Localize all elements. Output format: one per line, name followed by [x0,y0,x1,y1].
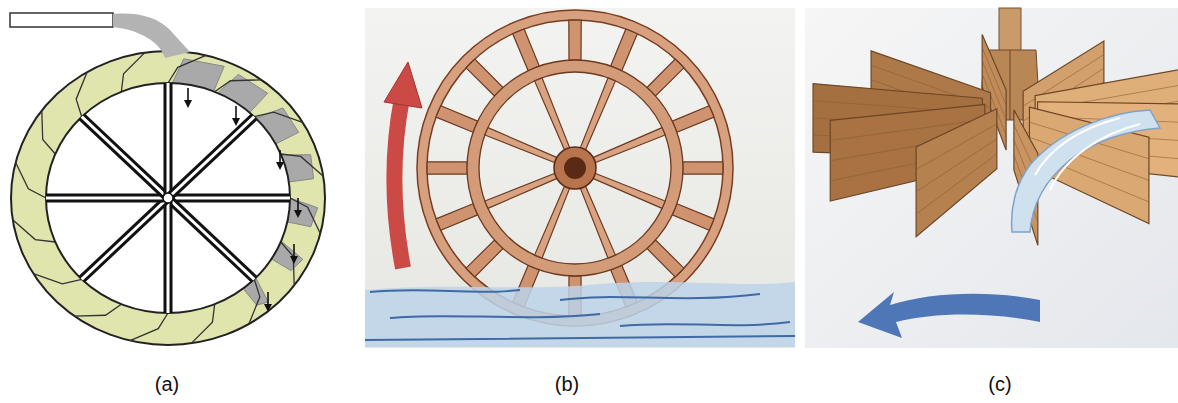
spoke [592,173,665,208]
paddle [466,240,503,277]
bucket-divider [75,304,122,316]
weight-arrows [188,88,298,308]
paddle [436,106,478,133]
spoke [82,198,168,279]
down-arrow [235,106,237,122]
bucket-divider [33,274,81,284]
spoke [485,128,558,163]
bucket-divider [290,198,320,234]
water-jet [1012,110,1160,232]
paddle [647,59,684,96]
down-arrow [279,150,281,166]
bucket-divider [16,162,46,198]
horizontal-wheel [805,8,1178,348]
spoke [168,194,290,203]
spoke [46,194,168,203]
spoke [485,173,558,208]
rotation-arrow [395,98,403,268]
water-stream [113,14,190,58]
spoke [168,117,254,198]
water-trough [10,13,113,27]
spoke [82,117,168,198]
bucket-water [287,198,317,227]
spoke [168,198,254,279]
bucket-divider [281,242,294,285]
paddle [683,162,723,174]
panel-label: (c) [988,372,1011,396]
paddle [436,204,478,231]
spoke [164,198,173,313]
down-arrow [297,198,299,214]
bucket-divider [42,111,55,154]
bucket-divider [254,112,302,122]
paddle [466,59,503,96]
paddle [427,162,467,174]
spoke [535,78,570,151]
down-arrow [267,292,269,308]
down-arrow [187,88,189,104]
paddle [672,106,714,133]
rotation-arrow [858,292,1040,338]
undershot-wheel [365,8,795,348]
bucket-divider [215,80,262,92]
turbine-blades [813,8,1178,245]
panel-label: (b) [555,372,579,396]
paddle [513,29,540,71]
spoke [580,185,615,258]
spoke [580,78,615,151]
paddle [647,240,684,277]
bucket-divider [130,313,168,341]
spoke [535,185,570,258]
bucket-divider [76,72,87,117]
paddle [569,20,581,60]
paddle [672,204,714,231]
down-arrow [293,244,295,260]
bucket-divider [168,55,206,83]
spoke [592,128,665,163]
water-stream [365,282,795,347]
panel-label: (a) [155,372,179,396]
blade [916,109,997,237]
spoke [164,83,173,198]
bucket-divider [249,279,260,324]
paddle [611,29,638,71]
wooden-wheel [417,10,733,326]
overshot-wheel [10,13,325,345]
